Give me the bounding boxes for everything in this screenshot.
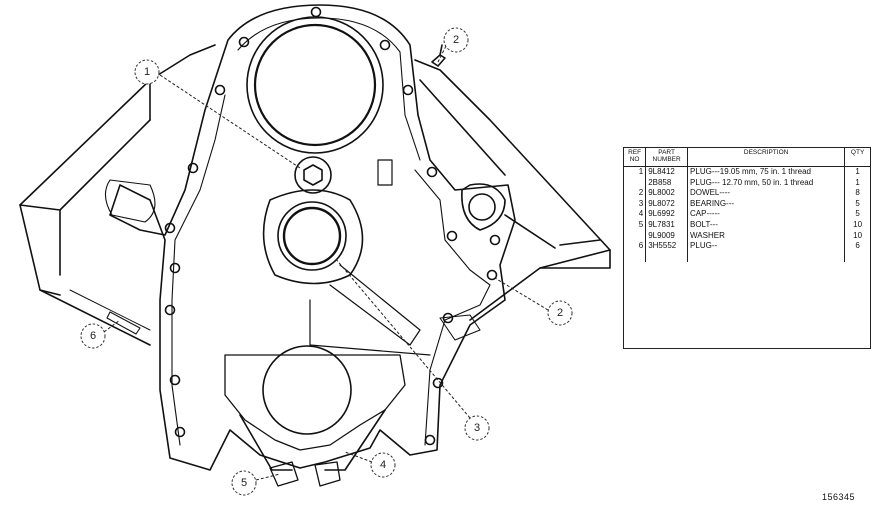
right-bank-outline	[414, 59, 611, 269]
row-ref-cell	[624, 177, 647, 189]
callout-6-circle	[80, 323, 106, 349]
upper-bore	[246, 16, 384, 154]
row-part-number-cell: 9L8002	[645, 188, 689, 199]
table-filler-cell	[687, 251, 846, 263]
row-part-number-cell: 3H5552	[645, 241, 689, 252]
callout-2b-circle	[547, 300, 573, 326]
row-ref-cell: 3	[624, 198, 647, 210]
callout-3-label: 3	[474, 422, 480, 434]
header-ref-line2: NO	[629, 156, 640, 163]
table-filler-row	[624, 251, 870, 263]
header-part-line2: NUMBER	[652, 156, 681, 163]
callout-2a-label: 2	[453, 34, 459, 46]
row-qty-cell: 10	[853, 219, 863, 229]
row-description-cell: CAP-----	[687, 209, 846, 220]
row-qty-cell: 8	[855, 188, 860, 198]
callout-2a-circle	[443, 27, 469, 53]
row-ref-cell: 4	[624, 209, 647, 220]
front-housing-outline	[109, 4, 516, 471]
cap-bolt-right	[314, 461, 341, 487]
row-qty-cell: 5	[855, 198, 860, 208]
row-ref-cell: 5	[624, 219, 647, 231]
row-qty-cell: 1	[855, 167, 860, 176]
left-bank-outline	[19, 44, 216, 296]
row-qty-cell: 6	[855, 241, 860, 251]
row-ref-cell	[624, 230, 647, 242]
center-plug-boss	[294, 156, 332, 194]
table-filler-cell	[845, 252, 870, 263]
row-ref-cell: 2	[624, 188, 647, 199]
header-part-number: PART NUMBER	[645, 148, 689, 167]
callout-5-circle	[231, 470, 257, 496]
row-ref-cell: 1	[624, 166, 647, 178]
row-qty-cell: 5	[855, 209, 860, 219]
row-description-cell: PLUG--- 12.70 mm, 50 in. 1 thread	[687, 177, 846, 189]
callout-3-circle	[464, 415, 490, 441]
header-qty: QTY	[844, 148, 870, 167]
row-part-number-cell: 9L9009	[645, 230, 689, 242]
header-ref-no: REF NO	[624, 148, 647, 167]
row-part-number-cell: 9L8072	[645, 198, 689, 210]
callout-5-label: 5	[241, 477, 247, 489]
row-part-number-cell: 9L7831	[645, 219, 689, 231]
row-description-cell: DOWEL----	[687, 188, 846, 199]
row-part-number-cell: 2B858	[645, 177, 689, 189]
callout-2b-label: 2	[557, 307, 563, 319]
callout-6-label: 6	[90, 330, 96, 342]
row-description-cell: PLUG---19.05 mm, 75 in. 1 thread	[687, 166, 846, 178]
row-part-number-cell: 9L6992	[645, 209, 689, 220]
table-header-row: REF NO PART NUMBER DESCRIPTION QTY	[624, 148, 870, 167]
header-ref-line1: REF	[628, 149, 642, 156]
callout-1-label: 1	[144, 66, 150, 78]
header-part-line1: PART	[658, 149, 675, 156]
row-description-cell: WASHER	[687, 230, 846, 242]
camshaft-bearing-bore	[277, 201, 347, 271]
row-description-cell: BEARING---	[687, 198, 846, 210]
engine-block-diagram: 1 2 2 3 4 5 6	[19, 4, 611, 496]
row-description-cell: PLUG--	[687, 241, 846, 252]
row-qty-cell: 1	[855, 177, 860, 187]
row-description-cell: BOLT---	[687, 219, 846, 231]
row-part-number-cell: 9L8412	[645, 166, 689, 178]
table-filler-cell	[624, 251, 647, 263]
table-filler-cell	[645, 251, 689, 263]
cap-bolt-left	[269, 461, 299, 487]
crankshaft-bore	[262, 345, 352, 435]
callout-1-circle	[134, 59, 160, 85]
callout-4-label: 4	[380, 459, 386, 471]
callout-4-circle	[370, 452, 396, 478]
figure-number: 156345	[822, 492, 856, 502]
header-description: DESCRIPTION	[687, 148, 846, 167]
row-qty-cell: 10	[853, 230, 863, 240]
row-ref-cell: 6	[624, 241, 647, 252]
